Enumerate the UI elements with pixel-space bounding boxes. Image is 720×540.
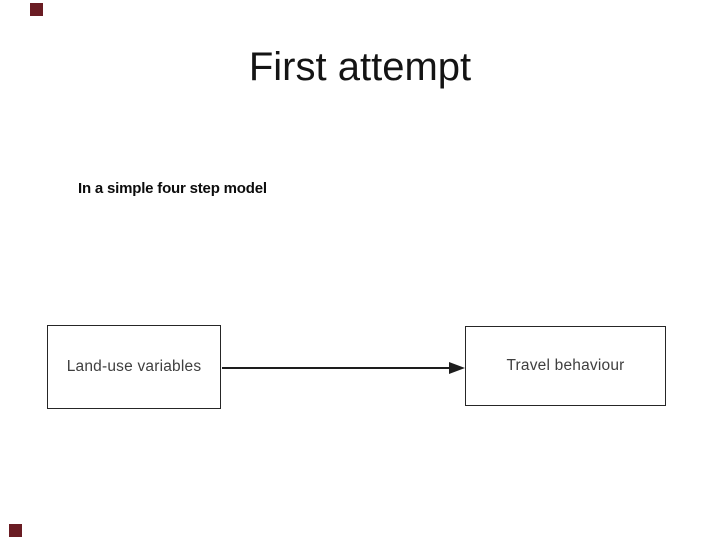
diagram-arrow-line [222,367,452,369]
slide-title: First attempt [248,45,472,89]
slide-body-text: In a simple four step model [78,180,267,197]
diagram-arrowhead-icon [449,362,465,374]
diagram-node-land-use-variables: Land-use variables [47,325,221,409]
corner-decoration-square-bottom [9,524,22,537]
diagram-node-label: Travel behaviour [506,357,625,374]
diagram-node-label: Land-use variables [66,358,202,375]
corner-decoration-square-top [30,3,43,16]
diagram-node-travel-behaviour: Travel behaviour [465,326,666,406]
